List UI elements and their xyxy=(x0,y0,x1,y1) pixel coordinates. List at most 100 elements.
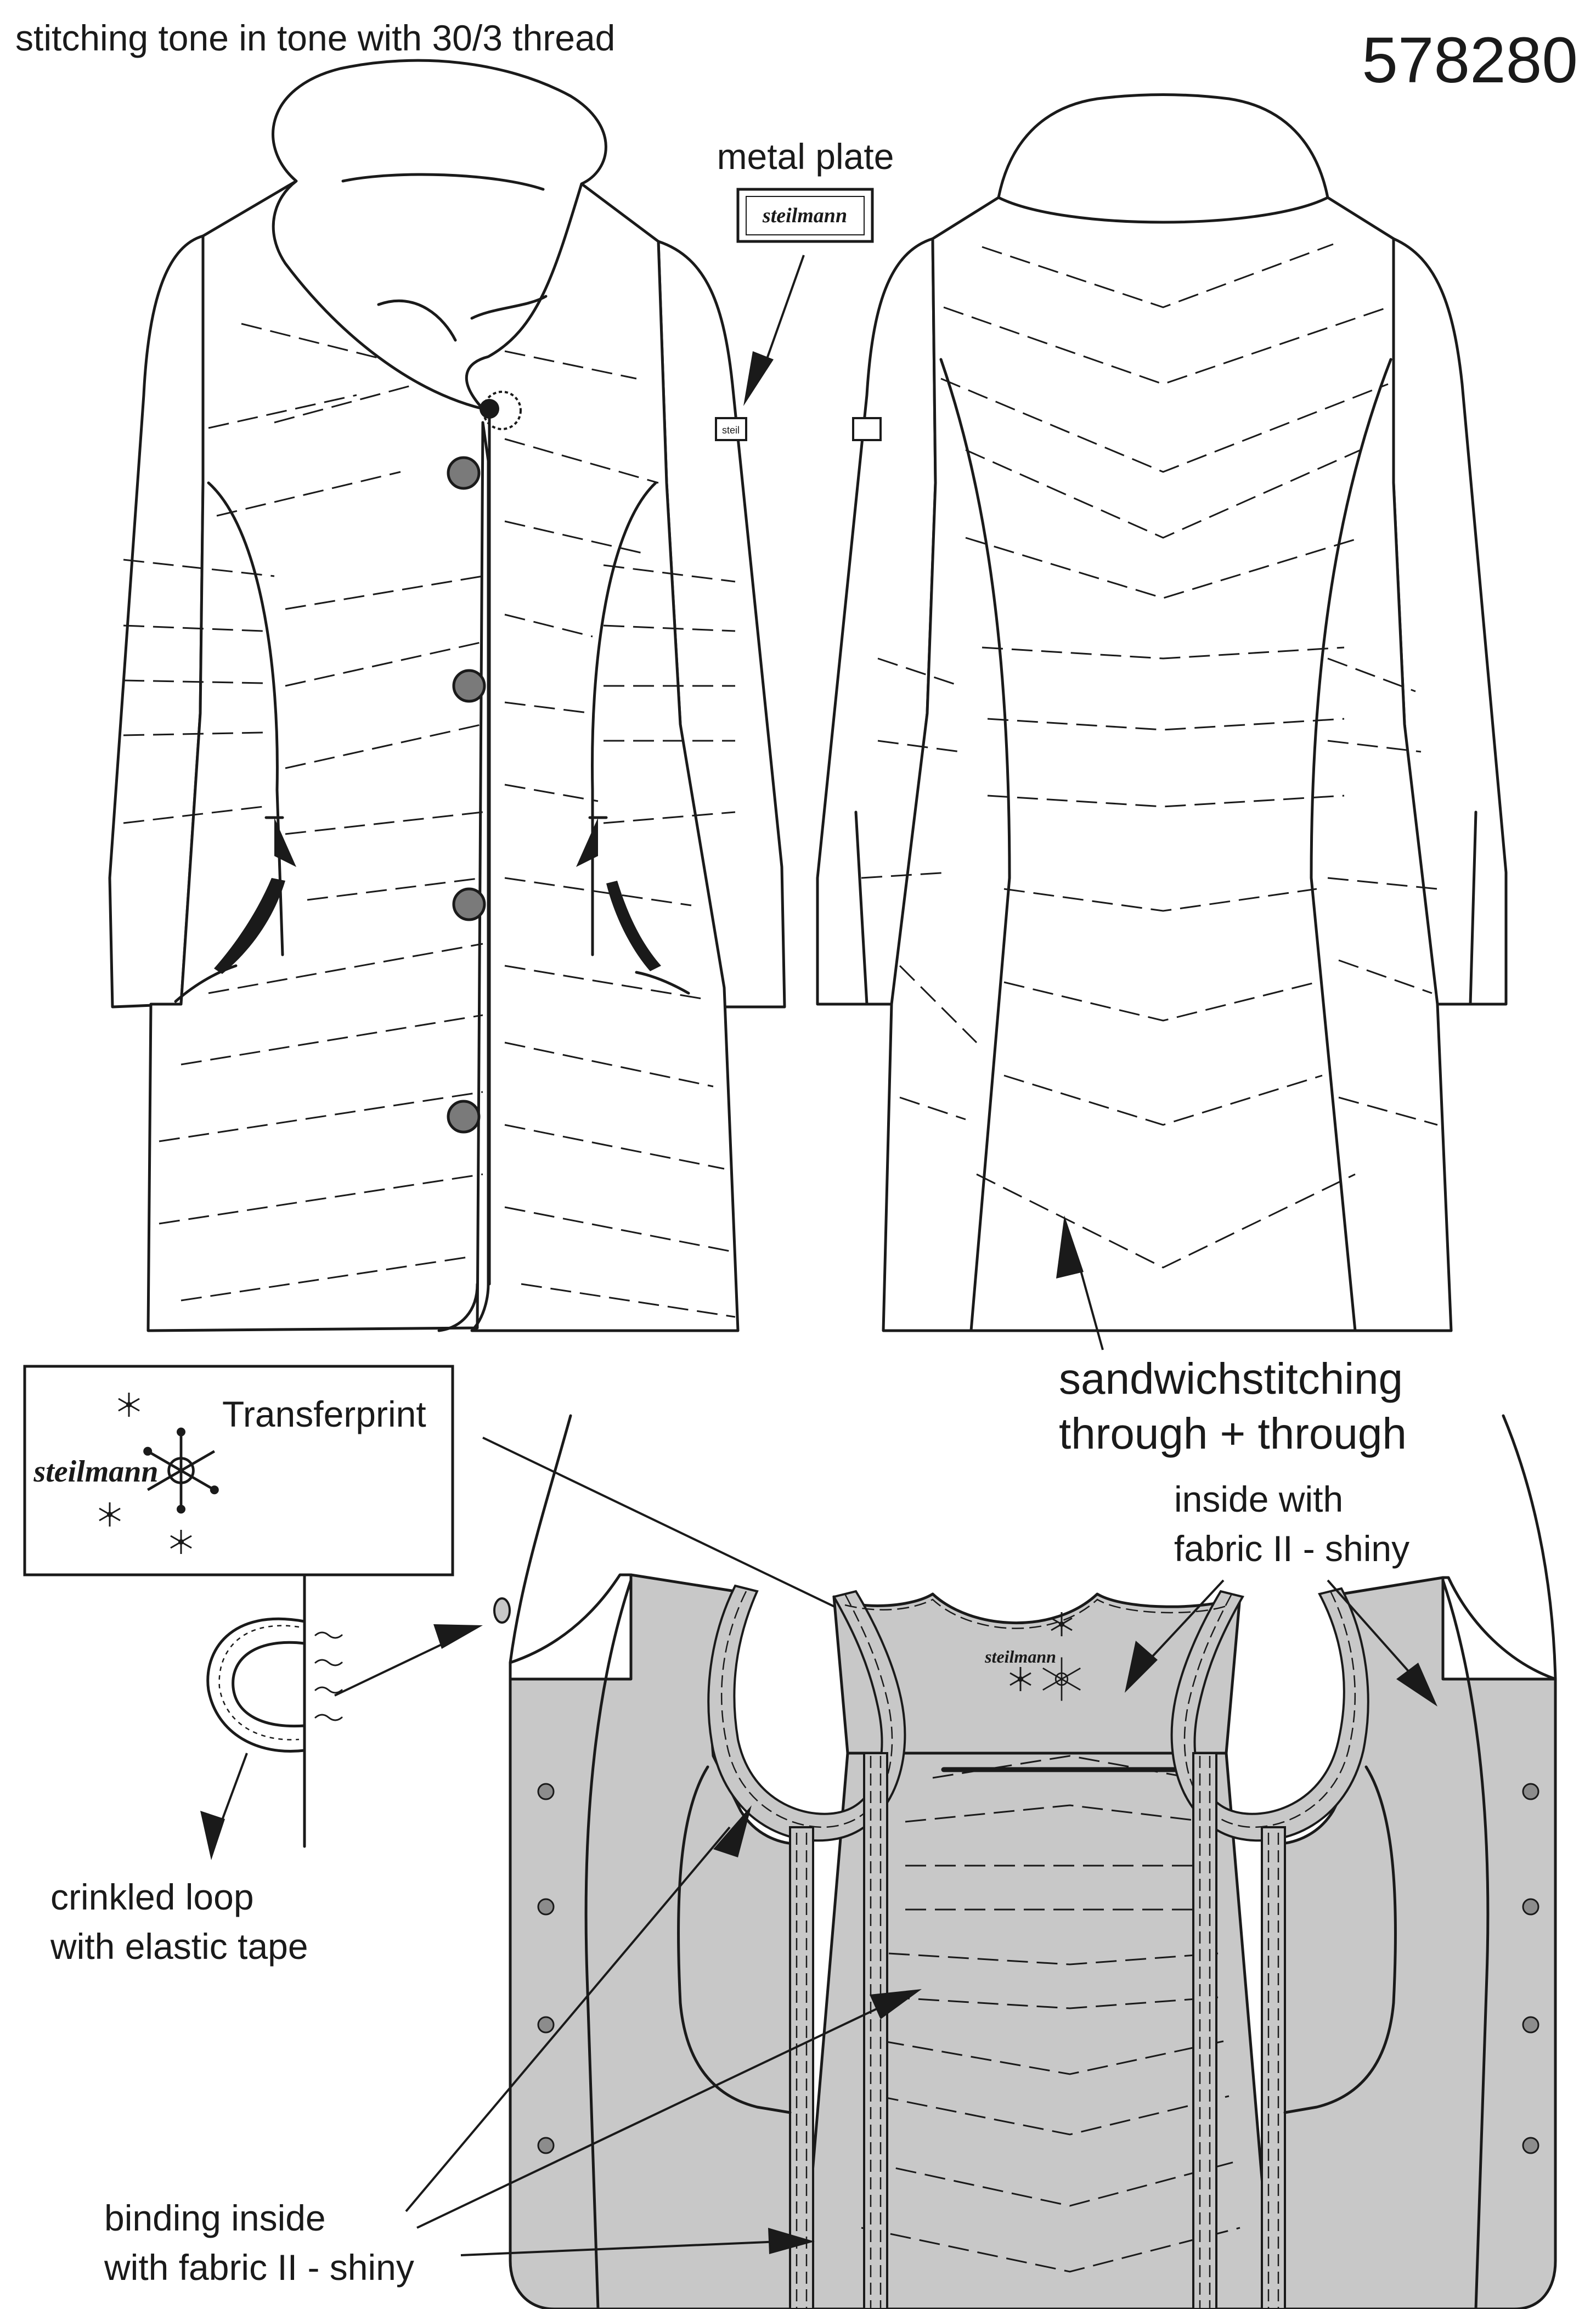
loop-arrow-down xyxy=(218,1753,248,1828)
inside-label-line2: fabric II - shiny xyxy=(1174,1528,1409,1569)
back-right-sleeve-stripe xyxy=(1469,810,1477,1006)
inside-label-line1: inside with xyxy=(1174,1479,1343,1519)
left-armhole-binding-stitch xyxy=(720,1591,893,1828)
binding-strip-stitches xyxy=(796,1756,1279,2309)
inside-view: steilmann xyxy=(493,1414,1557,2309)
front-button-1-icon xyxy=(447,456,481,490)
loop-arrow-down-icon xyxy=(200,1811,225,1860)
front-body xyxy=(146,179,740,1332)
sandwich-label-line1: sandwichstitching xyxy=(1059,1354,1403,1403)
binding-arrow-3-icon xyxy=(768,2228,815,2254)
front-right-hip-curve xyxy=(635,971,690,995)
front-button-2-icon xyxy=(452,669,486,703)
front-quilting xyxy=(123,323,736,1318)
inside-right-sleeve-outline xyxy=(1502,1414,1557,1681)
inside-left-snap-4-icon xyxy=(537,2137,555,2154)
collar-neckline xyxy=(341,173,545,191)
front-right-panel-seam xyxy=(591,481,657,956)
binding-strip-2 xyxy=(863,1752,888,2309)
binding-strip-1 xyxy=(789,1826,814,2309)
back-collar xyxy=(997,93,1329,224)
inside-right-panel-seam xyxy=(1441,1579,1490,2309)
binding-label-line1: binding inside xyxy=(104,2198,326,2238)
front-right-pocket-tab-icon xyxy=(576,818,598,867)
loop-arrow-up-icon xyxy=(433,1624,483,1649)
metal-plate-inner xyxy=(746,196,865,235)
metal-plate-arrow-icon xyxy=(743,351,774,406)
inside-left-front-lining xyxy=(509,1573,797,2309)
transferprint-frame xyxy=(23,1365,454,1576)
inside-arrow-right-icon xyxy=(1396,1663,1437,1707)
binding-arrow-3 xyxy=(460,2240,780,2256)
inside-print-logo: steilmann xyxy=(984,1647,1056,1666)
snowflake-icon xyxy=(143,1427,219,1514)
inside-left-facing-curve xyxy=(677,1765,792,2114)
inside-arrow-back-icon xyxy=(1125,1641,1158,1693)
back-view xyxy=(816,93,1508,1350)
back-right-sleeve xyxy=(1392,237,1508,1006)
loop-label-line2: with elastic tape xyxy=(50,1926,308,1967)
crinkled-loop-icon xyxy=(206,1617,306,1753)
inside-right-facing-curve xyxy=(1283,1765,1397,2114)
inside-arrow-right xyxy=(1327,1579,1417,1680)
metal-plate-label: metal plate xyxy=(717,136,894,177)
inside-back-quilting xyxy=(861,1755,1240,2273)
sandwich-arrow-icon xyxy=(1056,1215,1084,1279)
binding-label-line2: with fabric II - shiny xyxy=(104,2247,414,2288)
back-left-sleeve-stripe xyxy=(854,810,869,1006)
collar-roll-left xyxy=(377,299,457,342)
binding-arrow-1-icon xyxy=(713,1805,752,1857)
loop-arrow-up xyxy=(334,1637,456,1697)
back-quilting xyxy=(861,243,1438,1269)
right-armhole-binding-stitch xyxy=(1183,1591,1356,1828)
loop-label-line1: crinkled loop xyxy=(50,1877,254,1917)
inside-left-snap-2-icon xyxy=(537,1898,555,1916)
binding-arrow-2 xyxy=(416,2007,878,2229)
inside-right-snap-4-icon xyxy=(1522,2137,1539,2154)
inside-left-panel-seam xyxy=(584,1579,633,2309)
binding-arrow-1 xyxy=(405,1826,731,2212)
front-top-snap-icon xyxy=(480,399,499,419)
sandwich-label-line2: through + through xyxy=(1059,1409,1407,1458)
front-right-sleeve xyxy=(657,240,786,1009)
front-right-pocket xyxy=(606,881,661,971)
front-left-sleeve xyxy=(108,234,205,1009)
front-left-pocket-tab-icon xyxy=(274,818,296,867)
back-sleeve-metal-plate xyxy=(852,417,882,441)
right-armhole-binding xyxy=(1170,1587,1369,1842)
front-left-panel-seam xyxy=(207,481,284,956)
front-top-snap-ring-icon xyxy=(482,391,522,430)
back-right-panel-seam xyxy=(1310,358,1392,1332)
transferprint-box: Transferprint steilmann xyxy=(23,1365,927,1649)
metal-plate-swatch xyxy=(736,188,874,243)
inside-right-snap-2-icon xyxy=(1522,1898,1539,1916)
snowflake-icon xyxy=(1042,1657,1081,1701)
inside-hanging-loop-icon xyxy=(493,1597,511,1624)
crinkled-loop-detail xyxy=(200,1573,483,1860)
transferprint-logo: steilmann xyxy=(33,1455,158,1489)
inside-back-lining xyxy=(832,1592,1242,1755)
front-left-hip-curve xyxy=(174,964,238,1003)
binding-strip-3 xyxy=(1192,1752,1217,2309)
back-left-panel-seam xyxy=(939,358,1011,1332)
front-button-4-icon xyxy=(447,1100,481,1134)
inside-arrow-back xyxy=(1146,1579,1225,1664)
front-button-3-icon xyxy=(452,887,486,921)
inside-right-snap-3-icon xyxy=(1522,2016,1539,2034)
collar-roll-right xyxy=(470,295,548,320)
left-armhole-binding xyxy=(707,1584,906,1842)
transferprint-label: Transferprint xyxy=(222,1394,426,1434)
sleeve-metal-plate xyxy=(715,417,747,441)
front-hem-curve xyxy=(437,1282,479,1332)
back-neck-binding-stitch xyxy=(844,1598,1230,1629)
inside-left-snap-3-icon xyxy=(537,2016,555,2034)
sleeve-plate-text: steil xyxy=(722,425,740,436)
binding-arrow-2-icon xyxy=(870,1989,922,2019)
back-body xyxy=(882,196,1453,1332)
inside-right-snap-1-icon xyxy=(1522,1783,1539,1800)
style-number: 578280 xyxy=(1362,24,1578,97)
crinkled-loop-stitch xyxy=(218,1625,300,1741)
inside-right-sleeve-top xyxy=(1441,1576,1557,1692)
front-left-pocket xyxy=(214,878,285,974)
back-left-sleeve xyxy=(816,237,937,1006)
